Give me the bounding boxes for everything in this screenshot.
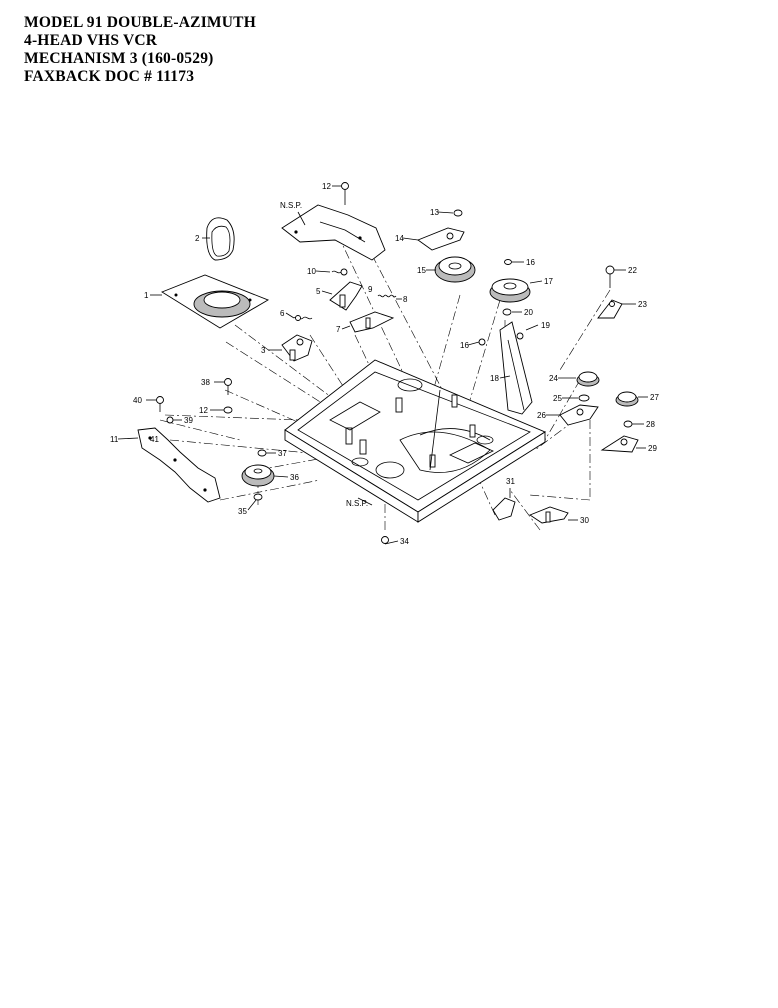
- part-38-screw: [224, 378, 232, 395]
- callout-6: 6: [280, 309, 285, 318]
- callout-30: 30: [580, 516, 589, 525]
- nsp-top-bracket: [281, 204, 386, 261]
- callout-16-lower: 16: [460, 341, 469, 350]
- part-25-washer: [578, 394, 590, 402]
- part-8-spring: [377, 294, 397, 298]
- part-30-lever: [529, 506, 569, 524]
- part-26-lever: [559, 404, 599, 426]
- callout-20: 20: [524, 308, 533, 317]
- callout-23: 23: [638, 300, 647, 309]
- part-39-screw: [166, 416, 174, 424]
- part-1-reel-plate: [161, 274, 270, 329]
- callout-5: 5: [316, 287, 321, 296]
- part-18-long-arm: [499, 321, 533, 415]
- callout-labels: 1 2 3 5 6 7 8 9 10 11 12 12 13 14 15 16 …: [110, 182, 659, 546]
- part-28-washer: [623, 420, 633, 428]
- callout-28: 28: [646, 420, 655, 429]
- callout-11: 11: [110, 435, 119, 444]
- callout-31: 31: [506, 477, 515, 486]
- part-5-lever: [329, 281, 363, 311]
- callout-27: 27: [650, 393, 659, 402]
- part-7-arm: [349, 311, 395, 333]
- callout-leaders: [117, 185, 648, 545]
- part-6-spring: [293, 315, 313, 321]
- part-2-belt: [206, 217, 235, 261]
- callout-12-top: 12: [322, 182, 331, 191]
- callout-17: 17: [544, 277, 553, 286]
- callout-14: 14: [395, 234, 404, 243]
- part-17-gear: [489, 278, 531, 303]
- part-22-screw: [605, 265, 615, 288]
- part-41-side-bracket: [137, 427, 221, 503]
- callout-26: 26: [537, 411, 546, 420]
- callout-3: 3: [261, 346, 266, 355]
- part-14-arm: [417, 227, 465, 251]
- part-40-screw: [156, 396, 164, 412]
- part-16-washer: [504, 259, 512, 265]
- header-line-mechanism: MECHANISM 3 (160-0529): [24, 50, 214, 67]
- callout-9: 9: [368, 285, 373, 294]
- callout-40: 40: [133, 396, 142, 405]
- callout-10: 10: [307, 267, 316, 276]
- nsp-label-bottom: N.S.P.: [346, 499, 368, 508]
- callout-15: 15: [417, 266, 426, 275]
- callout-29: 29: [648, 444, 657, 453]
- callout-8: 8: [403, 295, 408, 304]
- part-20-washer: [502, 308, 512, 316]
- callout-16: 16: [526, 258, 535, 267]
- part-34-screw: [381, 536, 389, 544]
- header-line-type: 4-HEAD VHS VCR: [24, 32, 158, 49]
- callout-35: 35: [238, 507, 247, 516]
- part-23-lever: [597, 299, 623, 319]
- part-37-washer: [257, 449, 267, 457]
- callout-1: 1: [144, 291, 149, 300]
- part-12-washer-mid: [223, 406, 233, 414]
- part-27-gear: [615, 391, 639, 407]
- callout-22: 22: [628, 266, 637, 275]
- callout-39: 39: [184, 416, 193, 425]
- callout-24: 24: [549, 374, 558, 383]
- part-35-washer: [253, 493, 263, 501]
- callout-19: 19: [541, 321, 550, 330]
- callout-2: 2: [195, 234, 200, 243]
- part-13-washer: [453, 209, 463, 217]
- callout-25: 25: [553, 394, 562, 403]
- callout-38: 38: [201, 378, 210, 387]
- callout-12-mid: 12: [199, 406, 208, 415]
- callout-13: 13: [430, 208, 439, 217]
- part-15-gear: [434, 256, 476, 283]
- main-chassis: [284, 359, 546, 523]
- callout-41: 41: [150, 435, 159, 444]
- part-12-screw-top: [341, 182, 349, 205]
- part-29-plate: [600, 435, 639, 453]
- part-31-clip: [492, 497, 516, 521]
- part-24-gear: [576, 371, 600, 387]
- header-line-doc: FAXBACK DOC # 11173: [24, 68, 195, 85]
- callout-34: 34: [400, 537, 409, 546]
- callout-18: 18: [490, 374, 499, 383]
- part-10-screw: [331, 268, 348, 276]
- part-36-gear: [241, 464, 275, 487]
- nsp-label-top: N.S.P.: [280, 201, 302, 210]
- callout-37: 37: [278, 449, 287, 458]
- document-header: MODEL 91 DOUBLE-AZIMUTH 4-HEAD VHS VCR M…: [24, 14, 256, 86]
- part-3-bracket: [281, 334, 313, 362]
- callout-7: 7: [336, 325, 341, 334]
- callout-36: 36: [290, 473, 299, 482]
- header-line-model: MODEL 91 DOUBLE-AZIMUTH: [24, 14, 256, 31]
- part-16-screw: [478, 338, 486, 346]
